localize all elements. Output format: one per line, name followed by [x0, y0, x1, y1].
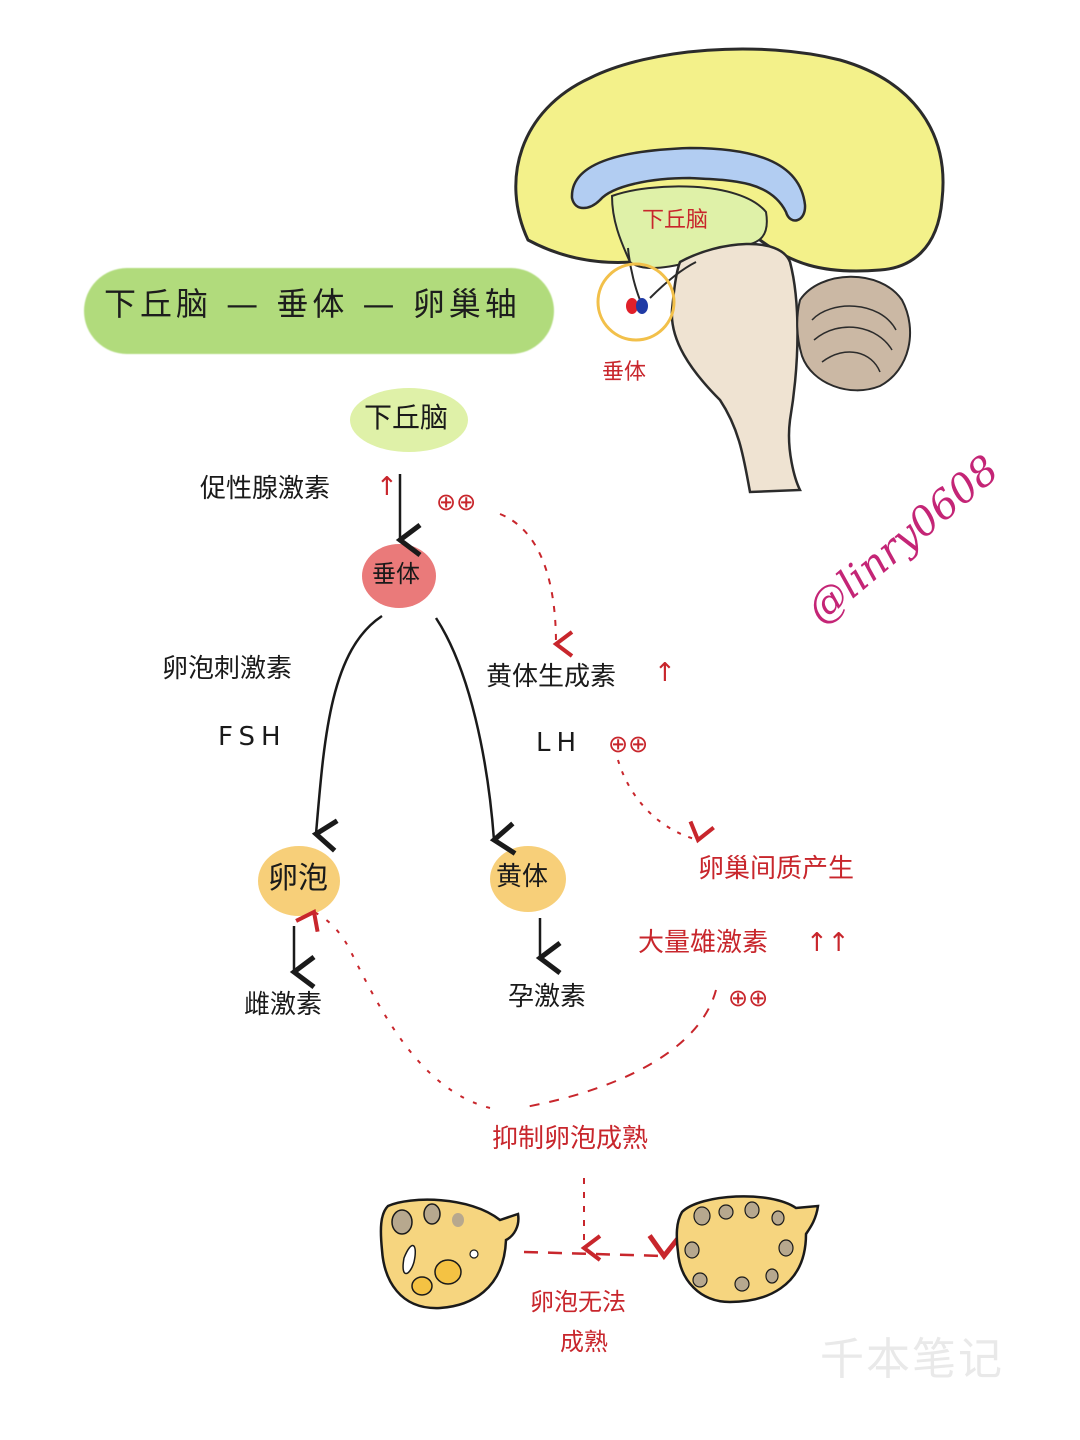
lh-label: LH [536, 728, 583, 758]
follicle-node-bg [258, 846, 340, 916]
no-mature-line2: 成熟 [560, 1328, 608, 1356]
plus-plus-androgen: ⊕⊕ [728, 984, 769, 1012]
pituitary-stalk [627, 247, 697, 301]
androgen-double-up: ↑↑ [806, 928, 850, 958]
red-dashed-ovary-transition [523, 1234, 682, 1261]
title-highlight [84, 268, 554, 354]
gnrh-label: 促性腺激素 [200, 474, 331, 504]
fsh-cn-label: 卵泡刺激素 [162, 654, 293, 684]
androgen-label: 大量雄激素 [638, 928, 769, 958]
plus-plus-lh: ⊕⊕ [608, 730, 649, 758]
gnrh-up-arrow: ↑ [376, 472, 398, 502]
lh-up-arrow: ↑ [654, 658, 676, 688]
watermark: 千本笔记 [820, 1334, 1004, 1385]
red-dashed-to-theca [617, 759, 715, 844]
pituitary-blue-dot [636, 298, 648, 314]
theca-label: 卵巢间质产生 [698, 854, 855, 884]
ovary-right [675, 1195, 820, 1304]
hypothalamus-node-bg [350, 388, 468, 452]
red-dashed-inhibit-to-follicle [295, 909, 491, 1109]
brain-illustration [514, 47, 945, 494]
pituitary-highlight-circle [596, 262, 676, 342]
ventricle [570, 146, 807, 222]
fsh-label: FSH [218, 722, 287, 752]
arrow-pituitary-to-follicle [311, 614, 383, 853]
brainstem [670, 242, 802, 494]
corpus-luteum-node: 黄体 [496, 862, 549, 892]
inhibit-label: 抑制卵泡成熟 [492, 1124, 649, 1154]
corpus-luteum-node-bg [490, 846, 566, 912]
hypothalamus-node: 下丘脑 [364, 401, 449, 434]
arrow-pituitary-to-corpus-luteum [434, 617, 517, 856]
no-mature-line1: 卵泡无法 [530, 1288, 626, 1316]
pituitary-node: 垂体 [372, 560, 420, 588]
cerebellum-folds [811, 305, 897, 373]
page-title: 下丘脑 — 垂体 — 卵巢轴 [104, 285, 521, 323]
red-dashed-androgen-to-inhibit [519, 989, 717, 1109]
lh-cn-label: 黄体生成素 [486, 662, 617, 692]
brain-hypothalamus-label: 下丘脑 [642, 208, 709, 233]
progesterone-label: 孕激素 [508, 982, 587, 1012]
brain-pituitary-label: 垂体 [602, 360, 647, 385]
pituitary-red-dot [626, 298, 638, 314]
cerebellum [796, 275, 912, 392]
follicle-node: 卵泡 [268, 861, 328, 896]
red-dashed-to-lh [499, 513, 574, 658]
ovary-left [379, 1198, 520, 1310]
estrogen-label: 雌激素 [244, 990, 323, 1020]
plus-plus-top: ⊕⊕ [436, 488, 477, 516]
